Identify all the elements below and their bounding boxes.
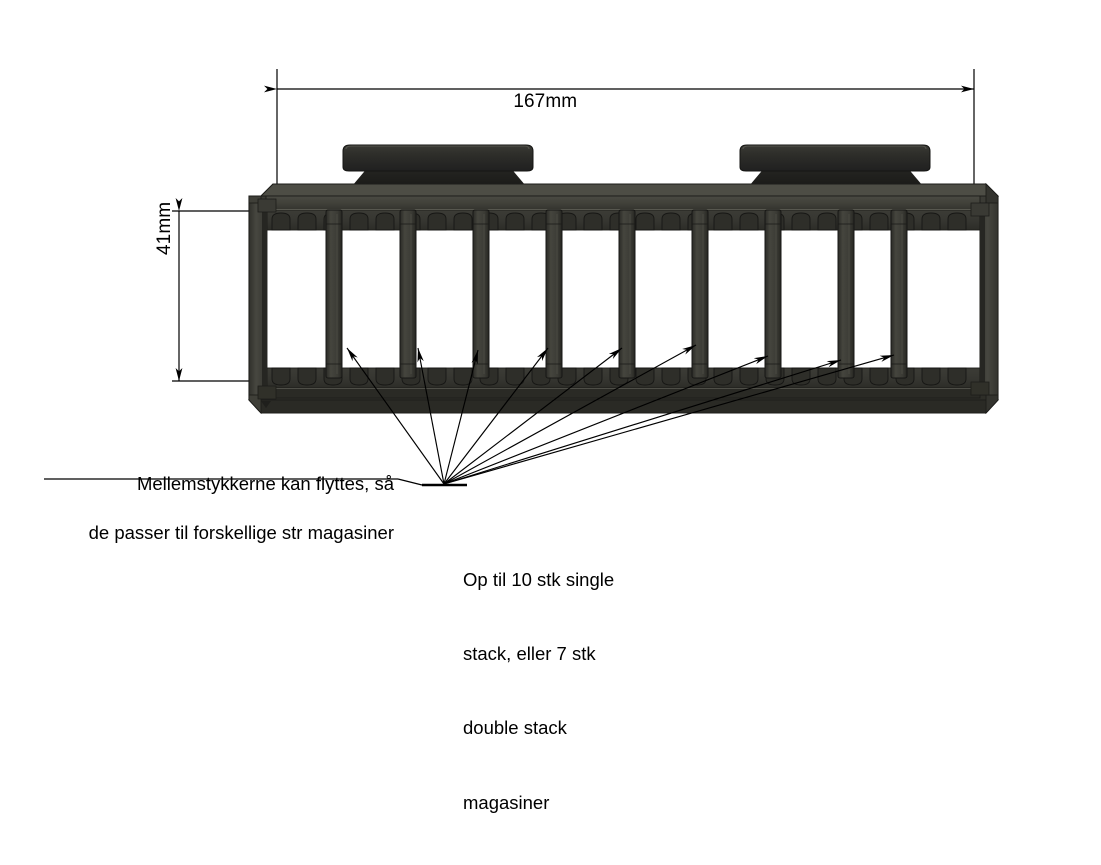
drawing-canvas: 167mm 41mm Mellemstykkerne kan flyttes, … — [44, 69, 1000, 813]
divider-bar-group — [325, 209, 908, 379]
dividers-note-line2: de passer til forskellige str magasiner — [88, 522, 394, 544]
divider-bar — [399, 209, 417, 379]
dimension-vertical-label: 41mm — [154, 201, 175, 255]
capacity-note-line4: magasiner — [463, 791, 550, 813]
divider-bar — [890, 209, 908, 379]
capacity-note-line2: stack, eller 7 stk — [463, 642, 596, 664]
arch-slot-row-bottom — [271, 367, 967, 386]
technical-drawing-svg — [44, 69, 1000, 487]
divider-bar — [325, 209, 343, 379]
divider-bar — [837, 209, 855, 379]
capacity-note-line3: double stack — [463, 717, 567, 739]
divider-bar — [472, 209, 490, 379]
divider-bar — [764, 209, 782, 379]
dividers-note: Mellemstykkerne kan flyttes, så de passe… — [44, 447, 394, 596]
mounting-pad — [342, 144, 534, 192]
right-end-post — [970, 202, 999, 396]
divider-bar — [618, 209, 636, 379]
dimension-horizontal-label: 167mm — [513, 91, 578, 113]
capacity-note-line1: Op til 10 stk single — [463, 568, 615, 590]
divider-bar — [691, 209, 709, 379]
magazine-rack-body — [247, 144, 1000, 415]
capacity-note: Op til 10 stk single stack, eller 7 stk … — [463, 518, 763, 865]
divider-leader-lines — [346, 344, 895, 485]
dividers-note-line1: Mellemstykkerne kan flyttes, så — [136, 472, 394, 494]
divider-bar — [545, 209, 563, 379]
left-end-post — [248, 198, 277, 408]
note-leader-stub — [44, 478, 467, 487]
